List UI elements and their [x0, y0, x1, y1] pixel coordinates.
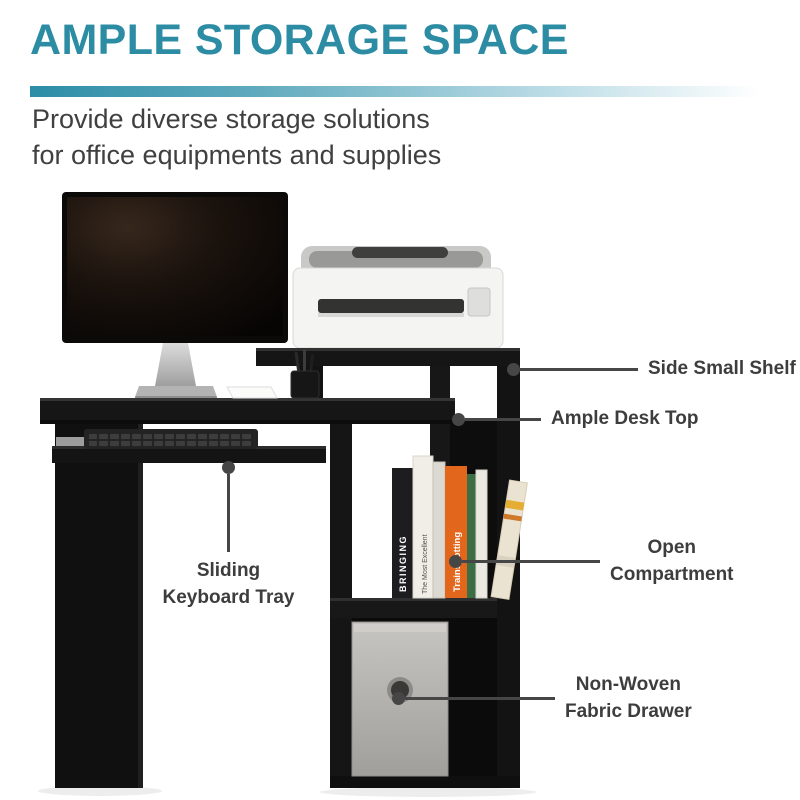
- book-cream: [475, 469, 488, 599]
- notepad-paper: [226, 386, 278, 399]
- pen-1: [294, 352, 301, 374]
- callout-label-ample-desk-top: Ample Desk Top: [551, 408, 699, 429]
- callout-line: [227, 474, 230, 552]
- left-side-panel-edge: [138, 424, 143, 788]
- book-gray: [432, 461, 446, 599]
- tray-board: [52, 446, 326, 463]
- callout-open-compartment: Open Compartment: [449, 535, 734, 588]
- printer-output-slot: [318, 299, 464, 313]
- callout-label-line-2: Compartment: [610, 563, 734, 585]
- callout-line: [465, 417, 541, 421]
- pen-3: [308, 354, 315, 374]
- book-leaning-stripe-1: [505, 499, 525, 511]
- pen-cup: [290, 370, 320, 399]
- callout-ample-desk-top: Ample Desk Top: [452, 408, 698, 430]
- callout-dot: [452, 412, 465, 426]
- headline: AMPLE STORAGE SPACE: [30, 16, 569, 64]
- callout-label-line-2: Keyboard Tray: [162, 586, 295, 608]
- tray-rail: [56, 437, 92, 446]
- left-side-panel: [55, 424, 143, 788]
- side-small-shelf-edge: [256, 348, 520, 351]
- callout-fabric-drawer: Non-Woven Fabric Drawer: [392, 672, 692, 725]
- middle-shelf-edge: [330, 598, 520, 601]
- accent-divider-bar: [30, 86, 760, 97]
- desk-top: [40, 398, 455, 424]
- book-black-title: BRINGING: [398, 535, 408, 592]
- callout-dot: [392, 692, 405, 706]
- callout-label-side-small-shelf: Side Small Shelf: [648, 358, 796, 379]
- pen-holder: [290, 349, 320, 399]
- desk-top-edge: [40, 398, 455, 401]
- callout-label-line-2: Fabric Drawer: [565, 700, 692, 722]
- callout-label-keyboard-tray: Sliding Keyboard Tray: [163, 558, 295, 611]
- printer-control-panel: [467, 287, 491, 317]
- keyboard: [84, 429, 258, 449]
- book-leaning: [490, 479, 528, 600]
- printer-handle: [352, 247, 448, 258]
- callout-line: [462, 560, 600, 564]
- subtitle-line-1: Provide diverse storage solutions: [32, 104, 430, 134]
- keyboard-keys: [89, 432, 253, 446]
- book-black: [392, 468, 413, 598]
- callout-line: [405, 697, 555, 701]
- bottom-plinth: [330, 776, 520, 788]
- callout-sliding-keyboard-tray: Sliding Keyboard Tray: [150, 461, 307, 611]
- desk-top-underside: [40, 420, 455, 424]
- computer-monitor: [62, 192, 288, 399]
- callout-dot: [507, 362, 520, 376]
- book-green: [467, 474, 476, 598]
- notepad: [226, 386, 278, 399]
- callout-label-line-1: Sliding: [196, 560, 261, 581]
- monitor-stand-neck: [155, 343, 196, 386]
- callout-dot: [222, 461, 235, 474]
- subtitle-line-2: for office equipments and supplies: [32, 139, 442, 170]
- monitor-screen: [67, 197, 283, 336]
- callout-label-line-1: Non-Woven: [575, 674, 681, 695]
- printer: [292, 246, 504, 349]
- callout-line: [520, 367, 638, 371]
- callout-label-line-1: Open: [647, 537, 697, 558]
- printer-output-tray: [318, 313, 464, 317]
- drawer-top-lip: [354, 624, 446, 632]
- callout-dot: [449, 555, 462, 569]
- pen-2: [303, 349, 306, 374]
- subtitle: Provide diverse storage solutions for of…: [32, 102, 441, 173]
- monitor-stand-base: [135, 386, 217, 397]
- books: BRINGING The Most Excellent Trainspottin…: [392, 455, 528, 600]
- callout-label-open-compartment: Open Compartment: [610, 535, 734, 588]
- callout-side-small-shelf: Side Small Shelf: [507, 358, 796, 380]
- side-small-shelf: [256, 348, 520, 366]
- book-leaning-stripe-2: [503, 513, 523, 522]
- floor-shadows: [38, 786, 536, 797]
- middle-shelf: [330, 598, 520, 618]
- book-leaning-body: [490, 479, 528, 600]
- book-white-title: The Most Excellent: [422, 534, 429, 594]
- callout-label-fabric-drawer: Non-Woven Fabric Drawer: [565, 672, 692, 725]
